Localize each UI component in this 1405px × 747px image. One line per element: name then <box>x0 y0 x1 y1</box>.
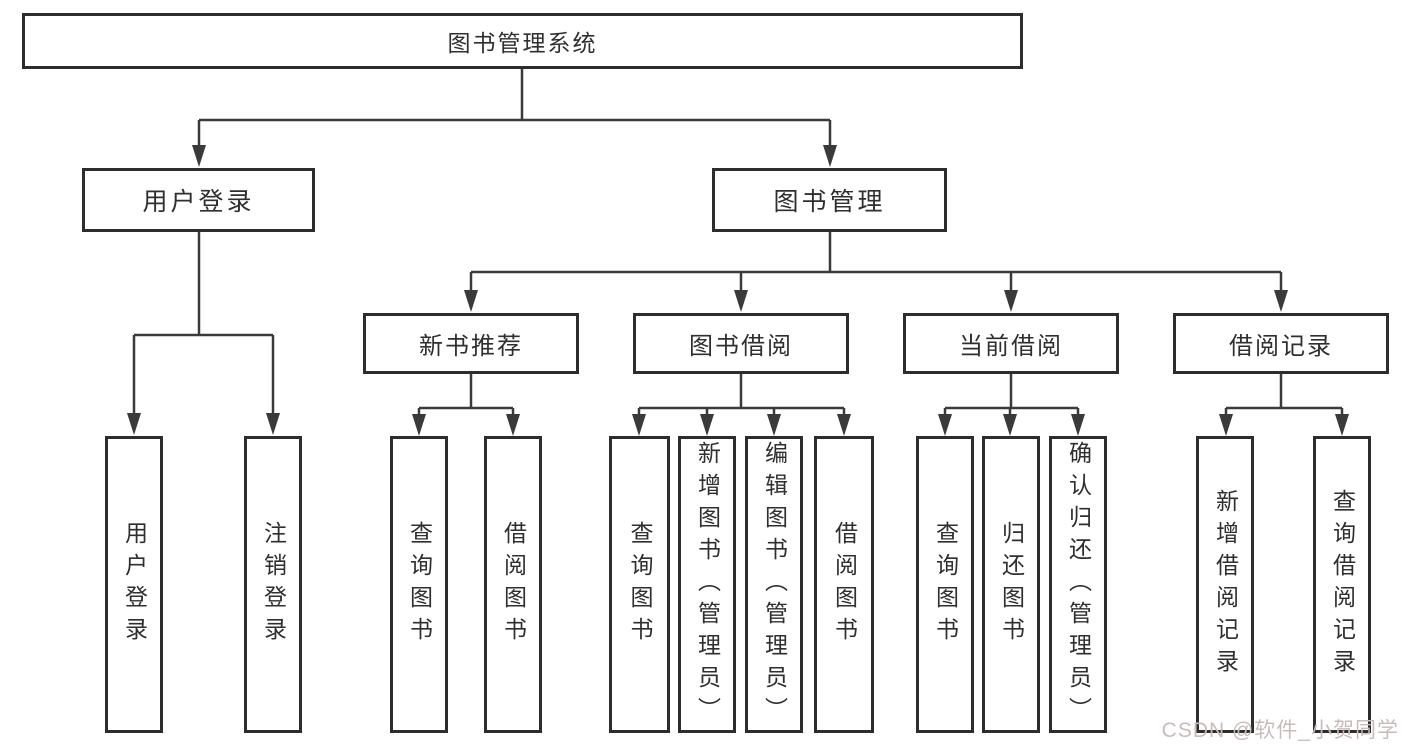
leaf-current-return-book-label: 归还图书 <box>998 520 1025 649</box>
leaf-current-return-book: 归还图书 <box>982 436 1040 733</box>
node-borrow-record: 借阅记录 <box>1173 313 1389 374</box>
leaf-borrow-edit-book-admin: 编辑图书（管理员） <box>745 436 803 733</box>
leaf-logout: 注销登录 <box>244 436 302 733</box>
watermark: CSDN @软件_小贺同学 <box>1161 719 1399 742</box>
leaf-newbook-borrow-book-label: 借阅图书 <box>500 520 527 649</box>
node-book-borrow: 图书借阅 <box>633 313 849 374</box>
leaf-newbook-query-book-label: 查询图书 <box>406 520 433 649</box>
leaf-newbook-borrow-book: 借阅图书 <box>484 436 542 733</box>
node-user-login-label: 用户登录 <box>142 188 255 216</box>
node-root: 图书管理系统 <box>22 13 1023 69</box>
node-root-label: 图书管理系统 <box>447 30 598 56</box>
leaf-current-confirm-return-admin: 确认归还（管理员） <box>1049 436 1107 733</box>
leaf-borrow-add-book-admin-label: 新增图书（管理员） <box>694 440 721 729</box>
leaf-borrow-query-book-label: 查询图书 <box>627 520 653 649</box>
leaf-record-add-record: 新增借阅记录 <box>1196 436 1254 733</box>
leaf-borrow-borrow-book-label: 借阅图书 <box>831 520 858 649</box>
leaf-current-query-book: 查询图书 <box>916 436 974 733</box>
leaf-borrow-query-book: 查询图书 <box>609 436 670 733</box>
leaf-current-query-book-label: 查询图书 <box>932 520 959 649</box>
leaf-current-confirm-return-admin-label: 确认归还（管理员） <box>1065 440 1092 729</box>
node-current-borrow: 当前借阅 <box>903 313 1119 374</box>
leaf-user-login-label: 用户登录 <box>121 520 148 649</box>
leaf-record-query-record: 查询借阅记录 <box>1313 436 1371 733</box>
node-new-book-recommend-label: 新书推荐 <box>419 333 523 360</box>
node-user-login: 用户登录 <box>82 168 315 232</box>
leaf-record-query-record-label: 查询借阅记录 <box>1329 488 1356 681</box>
leaf-newbook-query-book: 查询图书 <box>390 436 448 733</box>
node-book-borrow-label: 图书借阅 <box>689 333 793 360</box>
leaf-user-login: 用户登录 <box>105 436 163 733</box>
node-book-management: 图书管理 <box>712 168 947 232</box>
leaf-borrow-borrow-book: 借阅图书 <box>814 436 874 733</box>
node-borrow-record-label: 借阅记录 <box>1229 333 1333 360</box>
arrowheads <box>127 145 1349 436</box>
leaf-logout-label: 注销登录 <box>260 520 287 649</box>
node-new-book-recommend: 新书推荐 <box>363 313 579 374</box>
leaf-record-add-record-label: 新增借阅记录 <box>1212 488 1239 681</box>
leaf-borrow-add-book-admin: 新增图书（管理员） <box>678 436 736 733</box>
leaf-borrow-edit-book-admin-label: 编辑图书（管理员） <box>761 440 788 729</box>
node-current-borrow-label: 当前借阅 <box>959 333 1063 360</box>
node-book-management-label: 图书管理 <box>773 188 886 216</box>
